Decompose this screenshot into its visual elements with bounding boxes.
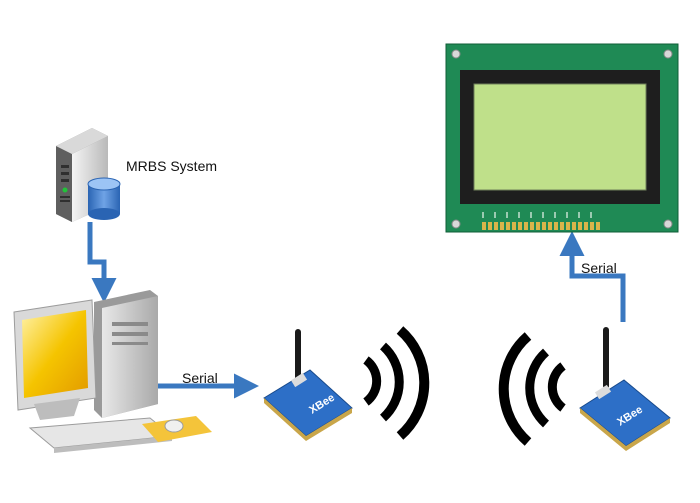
wireless-signal-out-icon <box>363 326 430 440</box>
wireless-signal-in-icon <box>498 332 566 446</box>
arrow-xbee-to-lcd <box>559 231 626 322</box>
xbee-left-module: XBee <box>263 329 353 441</box>
lcd-display-module <box>445 43 679 233</box>
serial-right-label: Serial <box>581 260 617 276</box>
lcd-pin-header <box>482 222 600 230</box>
server-icon <box>56 128 108 222</box>
xbee-right-module: XBee <box>579 327 671 451</box>
database-icon <box>87 177 121 220</box>
serial-left-label: Serial <box>182 370 218 386</box>
arrow-server-to-pc <box>87 222 117 303</box>
desktop-pc-icon <box>13 290 212 453</box>
server-label: MRBS System <box>126 158 218 174</box>
